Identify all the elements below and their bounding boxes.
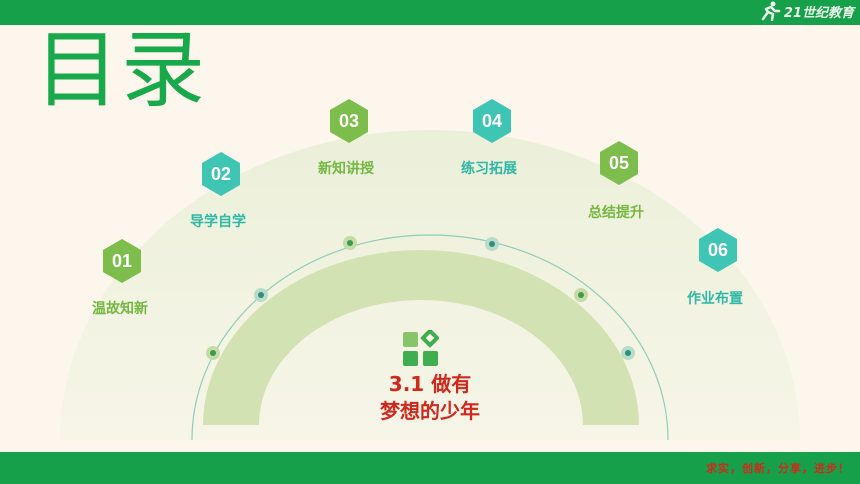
item-05-label: 总结提升 — [588, 205, 644, 221]
item-01-badge[interactable]: 01 — [101, 238, 143, 284]
item-02-number: 02 — [210, 164, 232, 184]
page-title: 目录 — [35, 21, 208, 119]
item-05-number: 05 — [608, 153, 630, 173]
slogan: 求实，创新，分享，进步！ — [706, 462, 850, 475]
item-04-label: 练习拓展 — [461, 161, 517, 177]
grid-blocks-icon — [403, 330, 439, 366]
runner-icon — [761, 1, 781, 21]
item-03-label: 新知讲授 — [318, 161, 374, 177]
top-bar — [0, 0, 860, 25]
arc-dots — [206, 236, 635, 360]
brand-logo: 21世纪教育 — [759, 1, 854, 21]
lesson-title-line1: 3.1 做有 — [388, 372, 472, 396]
item-03-badge[interactable]: 03 — [328, 98, 370, 144]
lesson-title-line2: 梦想的少年 — [380, 399, 480, 423]
item-03-number: 03 — [338, 111, 360, 131]
item-06-badge[interactable]: 06 — [697, 227, 739, 273]
item-02-label: 导学自学 — [190, 214, 246, 230]
item-01-number: 01 — [111, 251, 133, 271]
lesson-title: 3.1 做有 梦想的少年 — [355, 371, 505, 425]
item-04-badge[interactable]: 04 — [471, 98, 513, 144]
item-01-label: 温故知新 — [92, 301, 148, 317]
brand-logo-text: 21世纪教育 — [783, 5, 854, 21]
item-04-number: 04 — [481, 111, 503, 131]
item-05-badge[interactable]: 05 — [598, 140, 640, 186]
item-06-label: 作业布置 — [687, 291, 743, 307]
item-06-number: 06 — [707, 240, 729, 260]
line-arc — [191, 234, 669, 441]
rainbow-band — [203, 250, 639, 425]
bottom-bar — [0, 452, 860, 484]
item-02-badge[interactable]: 02 — [200, 151, 242, 197]
